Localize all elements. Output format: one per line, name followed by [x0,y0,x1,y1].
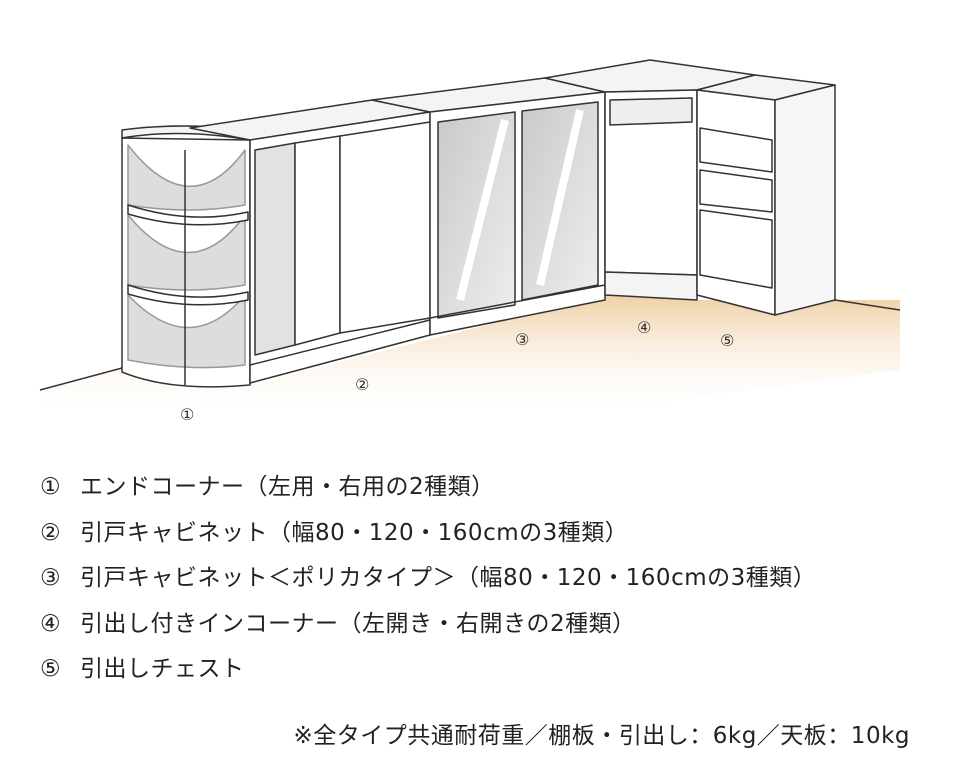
legend-text: 引出しチェスト [80,656,245,682]
floor [40,295,900,420]
marker-1: ① [180,405,194,424]
legend-text: 引戸キャビネット（幅80・120・160cmの3種類） [80,519,629,546]
legend-marker: ① [40,474,62,500]
legend-item: ⑤ 引出しチェスト [40,654,816,700]
polycarbonate-cabinet-unit [371,77,606,336]
marker-2: ② [355,375,369,394]
legend-marker: ④ [40,610,62,637]
legend-text: 引出し付きインコーナー（左開き・右開きの2種類） [80,610,636,637]
marker-5: ⑤ [720,331,734,350]
legend-item: ③ 引戸キャビネット＜ポリカタイプ＞（幅80・120・160cmの3種類） [40,563,816,609]
end-corner-unit [121,125,251,388]
legend-marker: ⑤ [40,656,62,682]
legend-text: エンドコーナー（左用・右用の2種類） [80,474,495,500]
in-corner-unit [544,59,756,301]
legend-marker: ③ [40,565,62,591]
legend-list: ① エンドコーナー（左用・右用の2種類） ② 引戸キャビネット（幅80・120・16… [40,472,816,700]
marker-4: ④ [637,318,651,337]
legend-item: ① エンドコーナー（左用・右用の2種類） [40,472,816,518]
drawer-chest-unit [696,74,836,316]
legend-text: 引戸キャビネット＜ポリカタイプ＞（幅80・120・160cmの3種類） [80,565,817,591]
sliding-cabinet-unit [189,99,431,384]
legend-marker: ② [40,519,62,546]
load-capacity-note: ※全タイプ共通耐荷重／棚板・引出し：6kg／天板：10kg [293,723,910,749]
furniture-illustration: ① ② ③ ④ ⑤ [39,59,901,424]
legend-item: ④ 引出し付きインコーナー（左開き・右開きの2種類） [40,609,816,655]
marker-3: ③ [515,330,529,349]
legend-item: ② 引戸キャビネット（幅80・120・160cmの3種類） [40,518,816,564]
